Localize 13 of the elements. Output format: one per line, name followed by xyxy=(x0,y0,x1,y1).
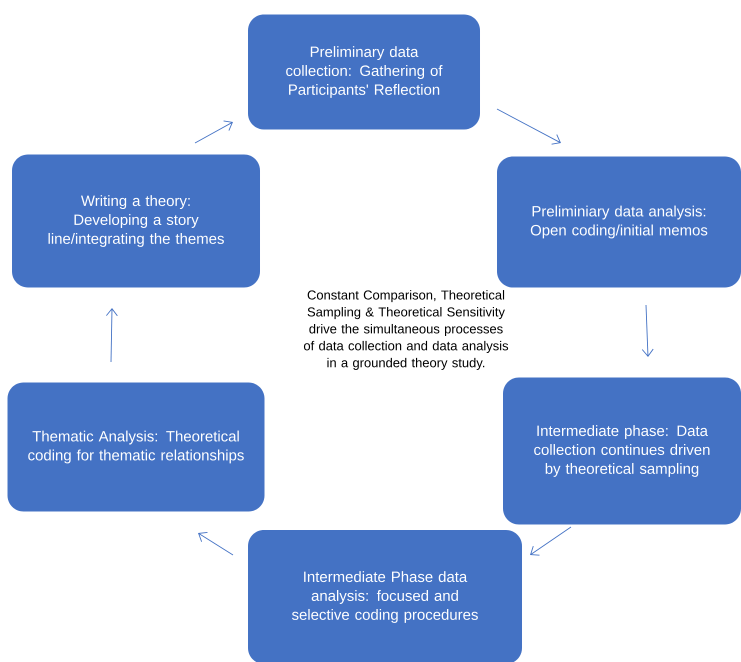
arrow xyxy=(496,108,561,145)
process-box: Intermediate phase: Data collection continues driven by theoretical sampling xyxy=(503,378,741,524)
arrow xyxy=(198,532,234,556)
process-box: Intermediate Phase data analysis: focused and selective coding procedures xyxy=(248,530,522,662)
arrow xyxy=(194,120,233,144)
process-box: Thematic Analysis: Theoretical coding for thematic relationships xyxy=(8,382,264,512)
process-box: Preliminiary data analysis: Open coding/initial memos xyxy=(497,156,741,288)
center-note: Constant Comparison, Theoretical Sampling & Theoretical Sensitivity drive the simultaneous processes of data collection and data analysis in a grounded theory study. xyxy=(304,290,508,370)
arrow xyxy=(530,526,572,556)
arrow xyxy=(106,308,118,362)
arrow xyxy=(642,304,654,357)
process-box: Writing a theory: Developing a story line/integrating the themes xyxy=(12,154,260,288)
process-box: Preliminary data collection: Gathering of Participants' Reflection xyxy=(248,14,480,130)
